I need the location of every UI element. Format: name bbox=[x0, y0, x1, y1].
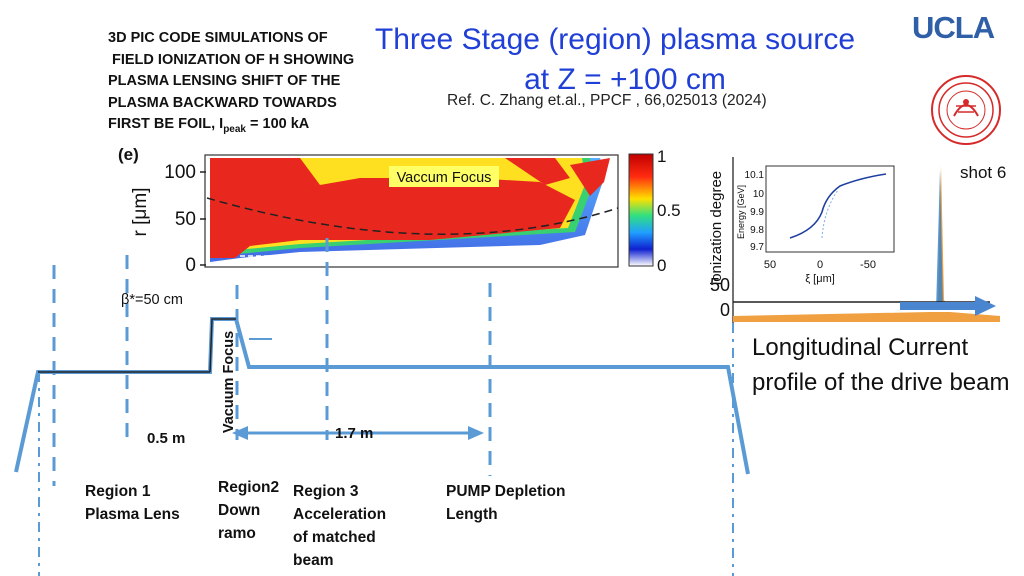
left-title-line-4: PLASMA BACKWARD TOWARDS bbox=[108, 94, 337, 111]
left-title-current: FIRST BE FOIL, I bbox=[108, 116, 224, 132]
inset-xtick-50: 50 bbox=[764, 259, 776, 271]
region1-line-1: Region 1 bbox=[85, 483, 151, 500]
plasma-core-red-top bbox=[505, 158, 570, 185]
current-spike-blue bbox=[936, 170, 943, 310]
main-title-line-1: Three Stage (region) plasma source bbox=[374, 23, 856, 56]
shot-label: shot 6 bbox=[960, 163, 1006, 182]
inset-xlabel: ξ [μm] bbox=[805, 273, 835, 285]
ion-partial-tick-50: 50 bbox=[710, 275, 730, 295]
dim-17m: 1.7 m bbox=[335, 425, 373, 442]
vacuum-focus-vertical-label: Vacuum Focus bbox=[221, 331, 237, 433]
left-title-line-1: 3D PIC CODE SIMULATIONS OF bbox=[108, 30, 328, 46]
region2-line-2: Down bbox=[218, 502, 261, 519]
ion-partial-tick-0: 0 bbox=[720, 300, 730, 320]
vaccum-focus-annotation: Vaccum Focus bbox=[397, 170, 492, 186]
dim-arrow-head-left bbox=[232, 426, 248, 440]
ionization-ylabel: ionization degree bbox=[708, 171, 725, 285]
main-title-line-2: at Z = +100 cm bbox=[524, 63, 726, 96]
ytick-100: 100 bbox=[164, 162, 196, 183]
left-title-sub: peak bbox=[223, 123, 246, 135]
inset-xtick-0: 0 bbox=[817, 259, 823, 271]
inset-ylabel: Energy [GeV] bbox=[736, 185, 746, 239]
region1-line-2: Plasma Lens bbox=[85, 506, 180, 523]
vaccum-focus-highlight bbox=[389, 166, 499, 187]
left-title: 3D PIC CODE SIMULATIONS OF FIELD IONIZAT… bbox=[108, 28, 408, 140]
region2-line-3: ramo bbox=[218, 525, 256, 542]
ytick-0: 0 bbox=[185, 255, 196, 276]
pump-depletion-label: PUMP Depletion Length bbox=[446, 480, 565, 526]
main-title: Three Stage (region) plasma source at Z … bbox=[360, 20, 870, 100]
region1-label: Region 1 Plasma Lens bbox=[85, 480, 180, 526]
cbar-tick-05: 0.5 bbox=[657, 201, 681, 220]
dim-arrow-head-right bbox=[468, 426, 484, 440]
profile-black-edge-2 bbox=[209, 318, 236, 373]
left-title-line-3: PLASMA LENSING SHIFT OF THE bbox=[108, 73, 341, 89]
region2-label: Region2 Down ramo bbox=[218, 476, 279, 545]
inset-ytick-10: 10 bbox=[753, 189, 765, 200]
inset-ytick-97: 9.7 bbox=[750, 242, 764, 253]
ytick-50: 50 bbox=[175, 209, 196, 230]
pump-line-2: Length bbox=[446, 506, 498, 523]
inset-ytick-99: 9.9 bbox=[750, 207, 764, 218]
ucla-logo: UCLA bbox=[912, 10, 995, 45]
pump-line-1: PUMP Depletion bbox=[446, 483, 566, 500]
cbar-tick-0: 0 bbox=[657, 256, 666, 275]
plasma-ylabel: r [μm] bbox=[130, 188, 151, 237]
left-title-line-5: FIRST BE FOIL, Ipeak = 100 kA bbox=[108, 114, 408, 140]
plasma-density-profile bbox=[14, 317, 750, 475]
panel-label: (e) bbox=[118, 145, 139, 164]
region3-label: Region 3 Acceleration of matched beam bbox=[293, 480, 386, 572]
region3-line-4: beam bbox=[293, 552, 334, 569]
region2-line-1: Region2 bbox=[218, 479, 280, 496]
current-baseline bbox=[733, 312, 1000, 322]
region3-line-1: Region 3 bbox=[293, 483, 359, 500]
reference-citation: Ref. C. Zhang et.al., PPCF , 66,025013 (… bbox=[447, 92, 767, 109]
beam-envelope-dashed bbox=[206, 197, 619, 235]
colorbar bbox=[628, 153, 654, 267]
region3-line-2: Acceleration bbox=[293, 506, 387, 523]
cbar-tick-1: 1 bbox=[657, 147, 666, 166]
inset-xtick-m50: -50 bbox=[860, 259, 876, 271]
beta-star-label: β*=50 cm bbox=[121, 292, 183, 308]
inset-ytick-101: 10.1 bbox=[745, 170, 765, 181]
longitudinal-current-label: Longitudinal Current profile of the driv… bbox=[752, 334, 1010, 396]
inset-energy-trace bbox=[821, 189, 839, 239]
region3-line-3: of matched bbox=[293, 529, 376, 546]
drive-beam-arrow-head bbox=[975, 296, 996, 316]
left-title-tail: = 100 kA bbox=[246, 116, 310, 132]
inset-ytick-98: 9.8 bbox=[750, 225, 764, 236]
plasma-core-red-right bbox=[570, 158, 610, 196]
energy-inset-frame bbox=[765, 165, 895, 253]
inset-energy-curve bbox=[789, 173, 887, 239]
left-title-line-2: FIELD IONIZATION OF H SHOWING bbox=[112, 51, 355, 68]
dim-05m: 0.5 m bbox=[147, 430, 185, 447]
